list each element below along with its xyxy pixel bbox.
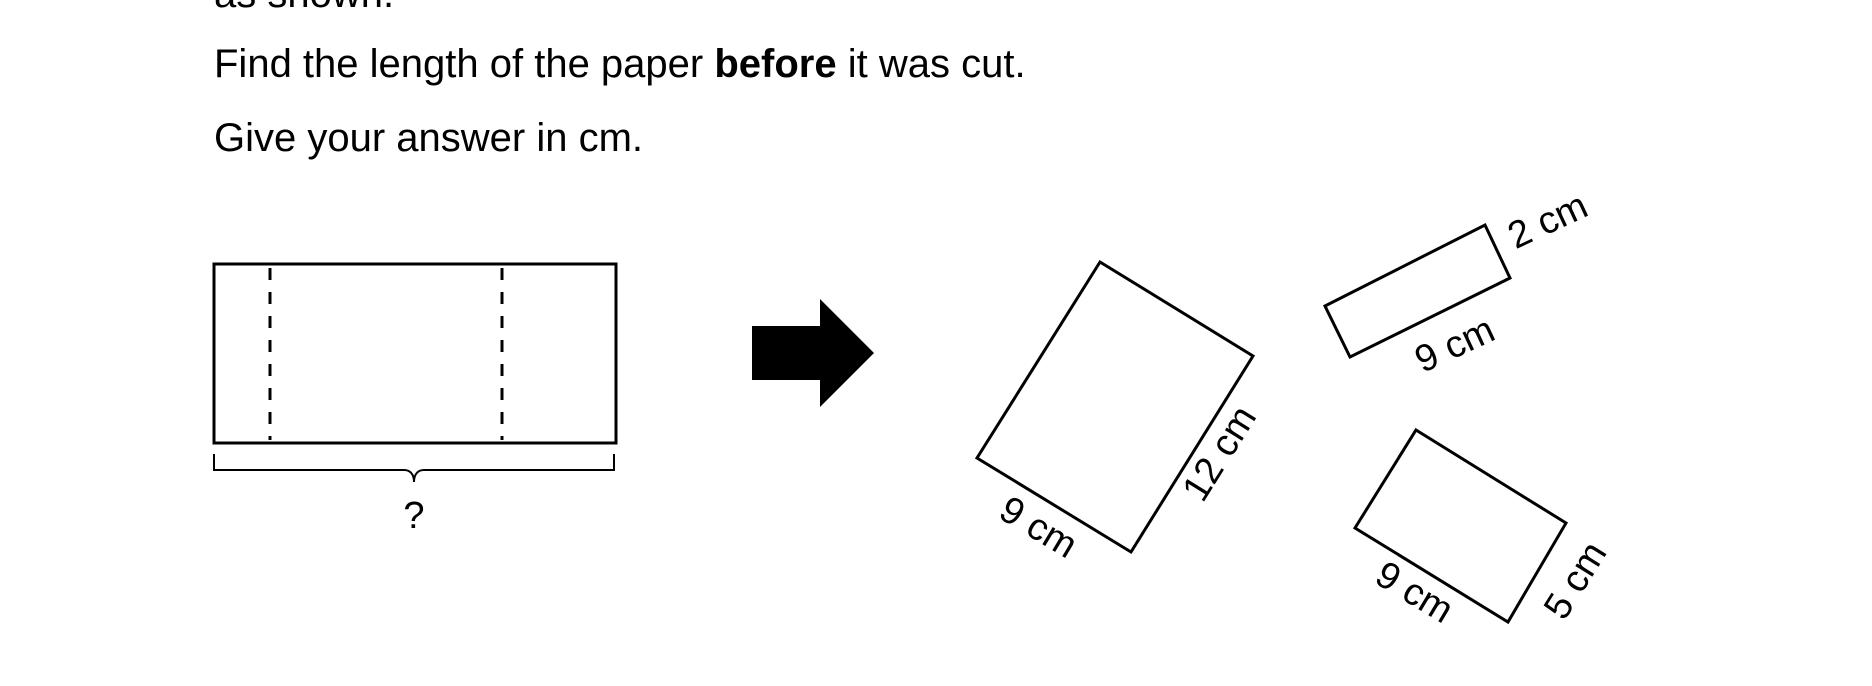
small-cut-piece: 9 cm 5 cm (1352, 427, 1615, 632)
answer-unit-text: Give your answer in cm. (214, 116, 644, 160)
strip-piece-length-label: 2 cm (1502, 185, 1594, 258)
original-paper: ? (212, 262, 618, 537)
length-brace (213, 454, 615, 483)
answer-unit-instruction: Give your answer in cm. (214, 114, 643, 162)
large-piece-outline (974, 259, 1256, 555)
instruction-suffix: it was cut. (836, 42, 1026, 86)
instruction-bold-word: before (714, 42, 837, 86)
unknown-length-label: ? (403, 495, 424, 537)
large-cut-piece: 9 cm 12 cm (974, 259, 1265, 567)
partial-text-line: as shown. (214, 0, 394, 18)
strip-cut-piece: 9 cm 2 cm (1323, 185, 1594, 382)
large-piece-width-label: 9 cm (992, 489, 1084, 567)
instruction-prefix: Find the length of the paper (214, 42, 715, 86)
partial-text: as shown. (214, 0, 394, 16)
original-paper-outline (212, 262, 618, 445)
question-instruction: Find the length of the paper before it w… (214, 40, 1026, 88)
small-piece-length-label: 5 cm (1536, 535, 1615, 627)
small-piece-outline (1352, 427, 1569, 625)
arrow-icon (752, 299, 874, 407)
large-piece-length-label: 12 cm (1175, 399, 1265, 509)
strip-piece-outline (1323, 222, 1512, 360)
